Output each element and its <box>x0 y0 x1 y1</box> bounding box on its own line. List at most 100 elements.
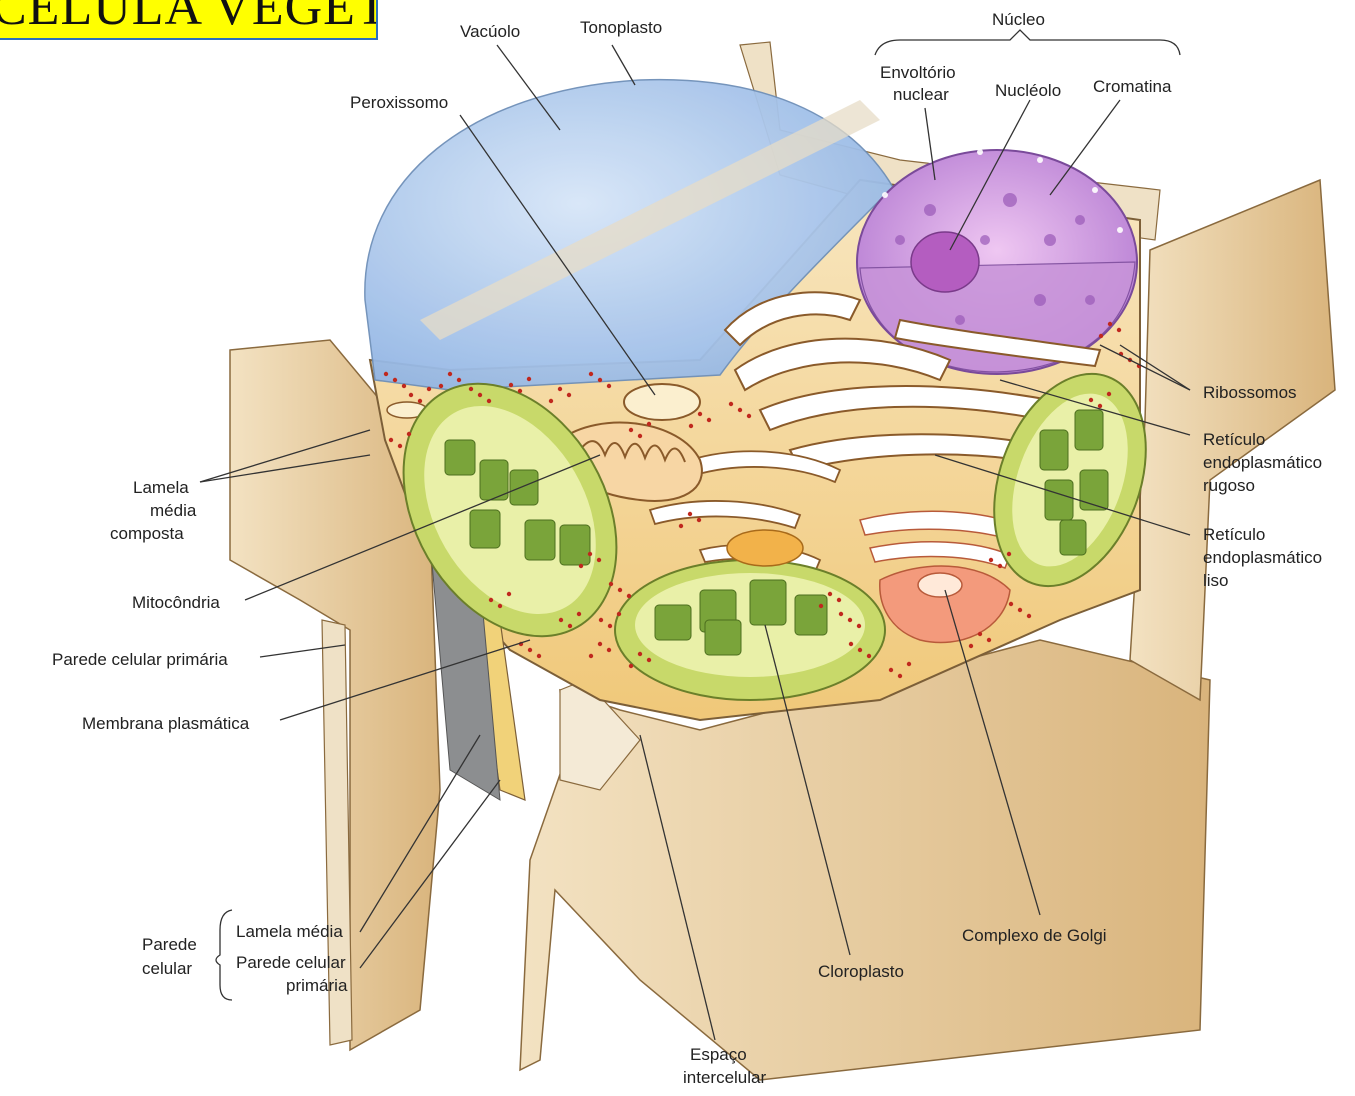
label-vacuolo: Vacúolo <box>460 22 520 41</box>
label-mitocondria: Mitocôndria <box>132 593 220 612</box>
label-envoltorio-1: Envoltório <box>880 63 956 82</box>
ribosome-dot <box>738 408 742 412</box>
ribosome-dot <box>599 618 603 622</box>
ribosome-dot <box>609 582 613 586</box>
ribosome-dot <box>579 564 583 568</box>
ribosome-dot <box>867 654 871 658</box>
label-envoltorio-2: nuclear <box>893 85 949 104</box>
ribosome-dot <box>527 377 531 381</box>
ribosome-dot <box>858 648 862 652</box>
ribosome-dot <box>707 418 711 422</box>
ribosome-dot <box>1099 334 1103 338</box>
label-ret-rugoso-3: rugoso <box>1203 476 1255 495</box>
ribosome-dot <box>589 372 593 376</box>
label-cloroplasto: Cloroplasto <box>818 962 904 981</box>
label-parede-celular-1: Parede <box>142 935 197 954</box>
ribosome-dot <box>989 558 993 562</box>
ribosome-dot <box>627 594 631 598</box>
ribosome-dot <box>528 648 532 652</box>
ribosome-dot <box>589 654 593 658</box>
ribosome-dot <box>597 558 601 562</box>
ribosome-dot <box>598 378 602 382</box>
ribosome-dot <box>607 384 611 388</box>
label-ribossomos: Ribossomos <box>1203 383 1297 402</box>
ribosome-dot <box>588 552 592 556</box>
ribosome-dot <box>409 393 413 397</box>
ribosome-dot <box>697 518 701 522</box>
ribosome-dot <box>1018 608 1022 612</box>
ribosome-dot <box>889 668 893 672</box>
label-nucleo: Núcleo <box>992 10 1045 29</box>
ribosome-dot <box>1108 322 1112 326</box>
ribosome-dot <box>568 624 572 628</box>
ribosome-dot <box>729 402 733 406</box>
peroxisome <box>624 384 700 420</box>
ribosome-dot <box>857 624 861 628</box>
ribosome-dot <box>907 662 911 666</box>
label-parede-celular-2: celular <box>142 959 192 978</box>
ribosome-dot <box>402 384 406 388</box>
label-lamela-composta-3: composta <box>110 524 184 543</box>
ribosome-dot <box>837 598 841 602</box>
label-espaco-1: Espaço <box>690 1045 747 1064</box>
label-membrana: Membrana plasmática <box>82 714 250 733</box>
ribosome-dot <box>839 612 843 616</box>
ribosome-dot <box>688 512 692 516</box>
ribosome-dot <box>638 652 642 656</box>
ribosome-dot <box>439 384 443 388</box>
ribosome-dot <box>849 642 853 646</box>
label-espaco-2: intercelular <box>683 1068 766 1087</box>
label-cromatina: Cromatina <box>1093 77 1172 96</box>
ribosome-dot <box>427 387 431 391</box>
label-lamela-composta-1: Lamela <box>133 478 189 497</box>
label-peroxissomo: Peroxissomo <box>350 93 448 112</box>
nucleolus <box>911 232 979 292</box>
label-lamela-composta-2: média <box>150 501 197 520</box>
label-ret-rugoso-1: Retículo <box>1203 430 1265 449</box>
ribosome-dot <box>537 654 541 658</box>
ribosome-dot <box>567 393 571 397</box>
ribosome-dot <box>507 592 511 596</box>
label-parede-primaria2-1: Parede celular <box>236 953 346 972</box>
ribosome-dot <box>457 378 461 382</box>
cell-wall-bottom <box>520 640 1210 1080</box>
ribosome-dot <box>1107 392 1111 396</box>
ribosome-dot <box>559 618 563 622</box>
ribosome-dot <box>608 624 612 628</box>
ribosome-dot <box>469 387 473 391</box>
chloroplast-bottom <box>615 560 885 700</box>
ribosome-dot <box>489 598 493 602</box>
ribosome-dot <box>747 414 751 418</box>
ribosome-dot <box>558 387 562 391</box>
ribosome-dot <box>987 638 991 642</box>
ribosome-dot <box>487 399 491 403</box>
label-ret-rugoso-2: endoplasmático <box>1203 453 1322 472</box>
ribosome-dot <box>389 438 393 442</box>
ribosome-dot <box>498 604 502 608</box>
ribosome-dot <box>1027 614 1031 618</box>
ribosome-dot <box>629 428 633 432</box>
ribosome-dot <box>607 648 611 652</box>
ribosome-dot <box>1007 552 1011 556</box>
ribosome-dot <box>819 604 823 608</box>
label-complexo-golgi: Complexo de Golgi <box>962 926 1107 945</box>
ribosome-dot <box>647 658 651 662</box>
ribosome-dot <box>509 383 513 387</box>
ribosome-dot <box>978 632 982 636</box>
ribosome-dot <box>629 664 633 668</box>
ribosome-dot <box>698 412 702 416</box>
ribosome-dot <box>998 564 1002 568</box>
label-parede-primaria2-2: primária <box>286 976 348 995</box>
ribosome-dot <box>407 432 411 436</box>
ribosome-dot <box>689 424 693 428</box>
label-ret-liso-1: Retículo <box>1203 525 1265 544</box>
ribosome-dot <box>577 612 581 616</box>
ribosome-dot <box>518 389 522 393</box>
ribosome-dot <box>598 642 602 646</box>
ribosome-dot <box>647 422 651 426</box>
ribosome-dot <box>418 399 422 403</box>
label-parede-primaria: Parede celular primária <box>52 650 228 669</box>
ribosome-dot <box>898 674 902 678</box>
label-nucleolo: Nucléolo <box>995 81 1061 100</box>
